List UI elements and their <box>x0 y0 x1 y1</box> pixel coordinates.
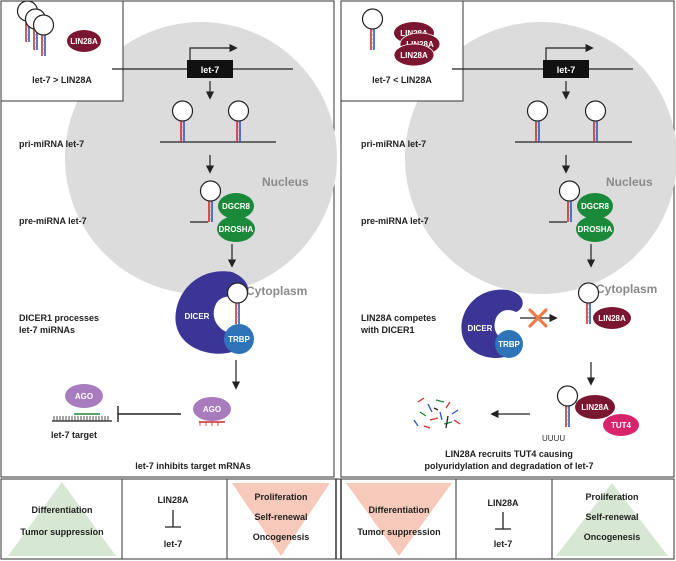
bottom-left-tri-1: Differentiation <box>31 505 92 515</box>
triangle-down-right <box>346 483 452 556</box>
blocked-arrow <box>520 308 558 328</box>
ago-protein-right: AGO <box>193 397 231 426</box>
trbp-protein-left: TRBP <box>224 324 254 354</box>
compete-note-2: with DICER1 <box>360 325 415 335</box>
bottom-right-tri-2: Self-renewal <box>585 512 638 522</box>
pri-mirna-label-left: pri-miRNA let-7 <box>19 139 84 149</box>
cytoplasm-label-left: Cytoplasm <box>246 284 307 298</box>
inset-ratio-right: let-7 < LIN28A <box>372 75 432 85</box>
pre-mirna-right <box>549 180 581 223</box>
drosha-protein-right: DROSHA <box>576 216 614 242</box>
tut4-protein: TUT4 <box>603 414 639 436</box>
compete-note-1: LIN28A competes <box>361 313 436 323</box>
uuuu-tail: UUUU <box>542 434 565 443</box>
degraded-fragments <box>413 397 461 429</box>
svg-text:let-7: let-7 <box>557 65 576 75</box>
bottom-left-inv-1: Proliferation <box>254 492 307 502</box>
svg-text:DGCR8: DGCR8 <box>581 202 610 211</box>
gene-let7-right: let-7 <box>452 43 633 78</box>
pre-mirna-label-right: pre-miRNA let-7 <box>361 216 429 226</box>
svg-text:LIN28A: LIN28A <box>400 51 428 60</box>
inset-ratio-left: let-7 > LIN28A <box>32 75 92 85</box>
recruit-note-1: LIN28A recruits TUT4 causing <box>445 449 573 459</box>
gene-let7-left: let-7 <box>112 43 293 78</box>
dicer-protein-right: DICER <box>461 289 523 358</box>
svg-text:AGO: AGO <box>75 392 93 401</box>
ago-protein-target: AGO <box>65 384 103 408</box>
svg-text:DICER: DICER <box>468 324 493 333</box>
pri-mirna-right <box>515 100 632 143</box>
pri-mirna-label-right: pri-miRNA let-7 <box>361 139 426 149</box>
inhibit-bar-left <box>117 406 181 422</box>
svg-text:DGCR8: DGCR8 <box>222 202 251 211</box>
svg-text:AGO: AGO <box>203 405 221 414</box>
pre-mirna-left <box>190 180 222 223</box>
dgcr8-protein-left: DGCR8 <box>218 193 254 219</box>
inhibit-bar-bottom-left <box>165 510 181 528</box>
svg-text:DROSHA: DROSHA <box>219 225 254 234</box>
bottom-left-top: LIN28A <box>157 495 189 505</box>
bottom-right-tri-3: Oncogenesis <box>584 532 641 542</box>
inset-right: LIN28A LIN28A LIN28A let-7 < LIN28A <box>340 0 464 102</box>
dicer-note-left-2: let-7 miRNAs <box>19 325 75 335</box>
svg-text:TRBP: TRBP <box>498 340 520 349</box>
bottom-left-inv-3: Oncogenesis <box>253 532 310 542</box>
target-mrna <box>52 413 112 422</box>
svg-text:let-7: let-7 <box>201 65 220 75</box>
lin28a-protein-bound: LIN28A <box>593 307 631 329</box>
inset-left: LIN28A let-7 > LIN28A <box>0 0 124 102</box>
dgcr8-protein-right: DGCR8 <box>577 193 613 219</box>
dicer-note-left-1: DICER1 processes <box>19 313 99 323</box>
cytoplasm-label-right: Cytoplasm <box>596 282 657 296</box>
lin28a-protein-inset: LIN28A <box>67 30 101 52</box>
pre-mirna-label-left: pre-miRNA let-7 <box>19 216 87 226</box>
bottom-right-inv-2: Tumor suppression <box>357 527 440 537</box>
bottom-right-bottom: let-7 <box>494 539 513 549</box>
bottom-left-inv-2: Self-renewal <box>254 512 307 522</box>
inhibits-label: let-7 inhibits target mRNAs <box>135 461 251 471</box>
inhibit-bar-bottom-right <box>495 512 511 530</box>
bottom-left-bottom: let-7 <box>164 539 183 549</box>
nucleus-label-left: Nucleus <box>262 175 309 189</box>
svg-text:LIN28A: LIN28A <box>581 403 609 412</box>
pri-mirna-left <box>160 100 276 143</box>
bottom-right-top: LIN28A <box>487 498 519 508</box>
bottom-left-tri-2: Tumor suppression <box>20 527 103 537</box>
bottom-right-tri-1: Proliferation <box>585 492 638 502</box>
svg-text:DICER: DICER <box>185 312 210 321</box>
triangle-up-right <box>556 483 668 556</box>
bottom-right-inv-1: Differentiation <box>368 505 429 515</box>
bottom-strip <box>0 478 675 560</box>
svg-text:DROSHA: DROSHA <box>578 225 613 234</box>
trbp-protein-right: TRBP <box>495 330 523 358</box>
triangle-down-left <box>232 483 330 556</box>
recruit-note-2: polyuridylation and degradation of let-7 <box>424 461 593 471</box>
lin28a-protein-tut: LIN28A <box>575 395 615 419</box>
svg-text:TUT4: TUT4 <box>611 421 632 430</box>
target-label: let-7 target <box>51 430 97 440</box>
triangle-up-left <box>8 482 116 556</box>
drosha-protein-left: DROSHA <box>217 216 255 242</box>
nucleus-left <box>65 22 337 294</box>
svg-text:TRBP: TRBP <box>228 335 250 344</box>
svg-text:LIN28A: LIN28A <box>70 37 98 46</box>
svg-text:LIN28A: LIN28A <box>598 314 626 323</box>
lin28a-protein-inset-group: LIN28A LIN28A LIN28A <box>393 22 441 67</box>
nucleus-label-right: Nucleus <box>606 175 653 189</box>
